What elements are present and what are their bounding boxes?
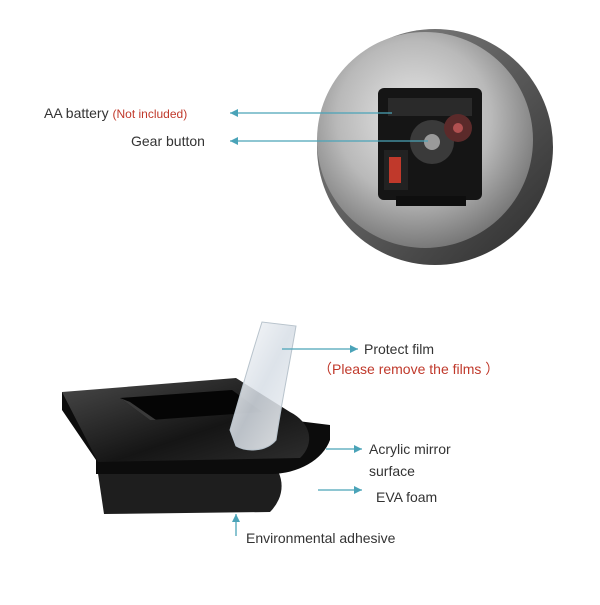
battery-pointer-arrow [230, 109, 238, 117]
acrylic-label-line1: Acrylic mirror [369, 441, 451, 457]
acrylic-label-line2: surface [369, 463, 415, 479]
eva-label: EVA foam [376, 489, 438, 505]
battery-label: AA battery [44, 105, 109, 121]
film-pointer-arrow [350, 345, 358, 353]
eva-pointer-arrow [354, 486, 362, 494]
top-pointers [230, 109, 428, 145]
red-gear-icon [389, 157, 401, 183]
battery-label-group: AA battery (Not included) [44, 104, 187, 123]
protect-film-note: （Please remove the films ） [318, 361, 500, 377]
gear-label: Gear button [131, 133, 205, 149]
battery-note: (Not included) [112, 107, 188, 121]
acrylic-pointer-arrow [354, 445, 362, 453]
mount-piece [62, 378, 330, 514]
adhesive-label: Environmental adhesive [246, 530, 396, 546]
protect-film-label: Protect film [364, 341, 435, 357]
bottom-pointers [232, 345, 362, 536]
gear-pointer-arrow [230, 137, 238, 145]
adhesive-pointer-arrow [232, 514, 240, 522]
clock-back [317, 29, 553, 265]
protect-film [229, 321, 297, 451]
